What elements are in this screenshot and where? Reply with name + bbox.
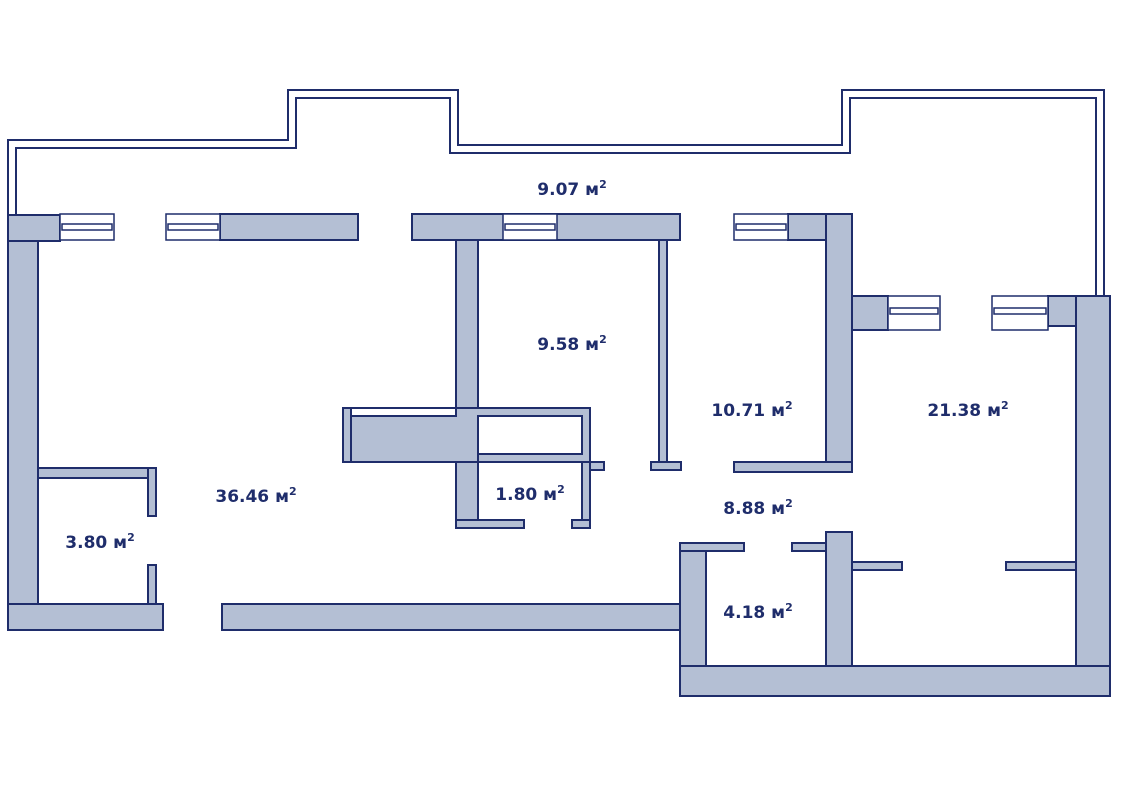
wall-wc-right xyxy=(581,461,591,529)
wall-wc-bottom-right xyxy=(571,519,591,529)
window-2 xyxy=(165,213,221,241)
walls xyxy=(7,213,1111,697)
wall-bed3-stub-right xyxy=(1005,561,1077,571)
wall-bed3-stub-left xyxy=(851,561,903,571)
window-6 xyxy=(991,295,1049,331)
area-label-storage: 3.80 м2 xyxy=(65,531,134,553)
area-label-bedroom-1: 9.58 м2 xyxy=(537,333,606,355)
wall-bed2-bottom xyxy=(733,461,853,473)
wall-storage-door-upper xyxy=(147,467,157,517)
wall-bottom-right xyxy=(679,665,1111,697)
window-1 xyxy=(59,213,115,241)
windows xyxy=(59,213,1049,331)
area-label-wc: 1.80 м2 xyxy=(495,483,564,505)
area-label-bedroom-2: 10.71 м2 xyxy=(711,399,792,421)
window-5 xyxy=(887,295,941,331)
wall-bottom-long xyxy=(221,603,685,631)
wall-closet xyxy=(342,407,605,471)
wall-bed1-right-foot xyxy=(650,461,682,471)
area-label-living-room: 36.46 м2 xyxy=(215,485,296,507)
area-label-hall: 8.88 м2 xyxy=(723,497,792,519)
wall-bed1-left xyxy=(455,239,479,529)
area-label-bedroom-3: 21.38 м2 xyxy=(927,399,1008,421)
wall-bath-top-left xyxy=(679,542,745,552)
wall-top-left-stub xyxy=(7,214,61,242)
wall-storage-top xyxy=(37,467,157,479)
wall-top-a xyxy=(219,213,359,241)
wall-bed1-right xyxy=(658,239,668,463)
wall-bottom-left xyxy=(7,603,164,631)
wall-storage-door-lower xyxy=(147,564,157,605)
area-label-balcony: 9.07 м2 xyxy=(537,178,606,200)
wall-bed2-right xyxy=(825,213,853,473)
wall-wc-bottom-left xyxy=(455,519,525,529)
area-labels: 9.07 м2 36.46 м2 3.80 м2 9.58 м2 1.80 м2… xyxy=(65,178,1008,623)
wall-bed2-notch xyxy=(851,295,889,331)
wall-left xyxy=(7,214,39,631)
wall-bed3-right xyxy=(1075,295,1111,697)
window-4 xyxy=(733,213,789,241)
window-3 xyxy=(502,213,558,241)
area-label-bathroom: 4.18 м2 xyxy=(723,601,792,623)
